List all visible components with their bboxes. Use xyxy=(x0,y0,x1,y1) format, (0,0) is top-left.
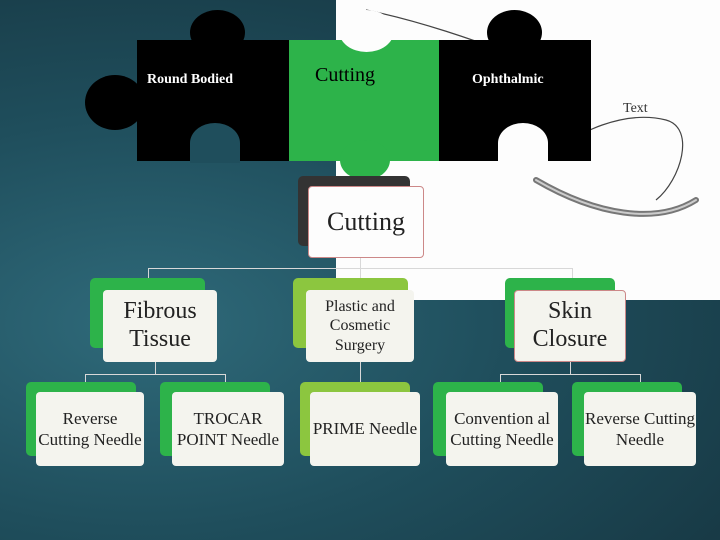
branch-label: Skin Closure xyxy=(532,298,608,352)
branch-label: Plastic and Cosmetic Surgery xyxy=(325,298,395,354)
round-bodied-label: Round Bodied xyxy=(147,72,233,87)
leaf-trocar-point: TROCAR POINT Needle xyxy=(172,392,284,466)
leaf-prime-needle: PRIME Needle xyxy=(310,392,420,466)
branch-plastic-cosmetic: Plastic and Cosmetic Surgery xyxy=(306,290,414,362)
root-label: Cutting xyxy=(326,207,405,236)
leaf-label: Convention al Cutting Needle xyxy=(450,408,554,449)
text-placeholder-label: Text xyxy=(623,101,648,116)
leaf-reverse-cutting-1: Reverse Cutting Needle xyxy=(36,392,144,466)
leaf-label: Reverse Cutting Needle xyxy=(584,408,695,449)
branch-fibrous-tissue: Fibrous Tissue xyxy=(103,290,217,362)
root-node: Cutting xyxy=(308,186,424,258)
leaf-label: PRIME Needle xyxy=(312,419,418,439)
leaf-label: TROCAR POINT Needle xyxy=(176,408,280,449)
cutting-puzzle-label: Cutting xyxy=(315,64,376,86)
leaf-reverse-cutting-2: Reverse Cutting Needle xyxy=(584,392,696,466)
leaf-label: Reverse Cutting Needle xyxy=(38,408,142,449)
branch-skin-closure: Skin Closure xyxy=(514,290,626,362)
branch-label: Fibrous Tissue xyxy=(123,298,197,352)
ophthalmic-label: Ophthalmic xyxy=(472,72,544,87)
leaf-conventional-cutting: Convention al Cutting Needle xyxy=(446,392,558,466)
